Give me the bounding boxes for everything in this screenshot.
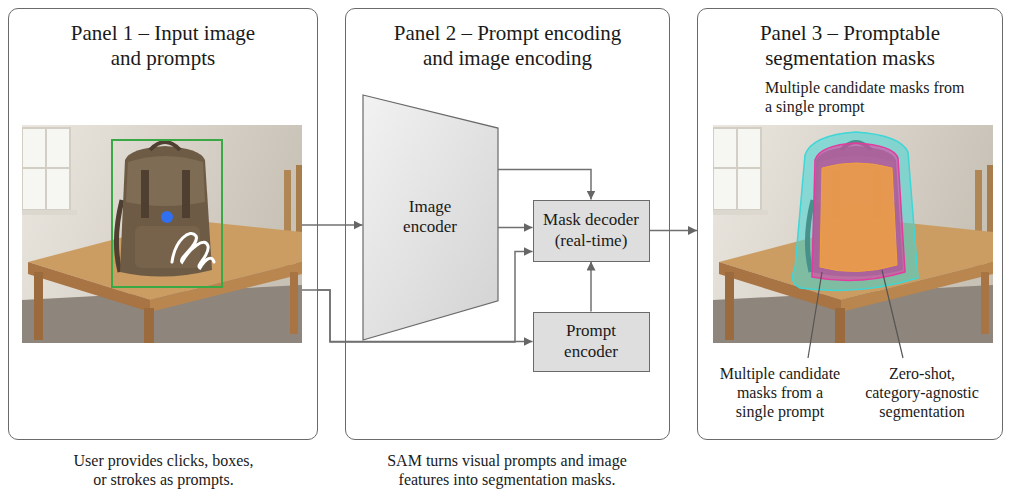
input-photo <box>22 125 302 343</box>
label-slot: Zero-shot, category-agnostic segmentatio… <box>857 364 987 422</box>
panel-caption: User provides clicks, boxes, or strokes … <box>70 451 257 489</box>
process-box: Mask decoder (real-time) <box>533 200 650 262</box>
panel-title: Panel 3 – Promptable segmentation masks <box>728 21 973 71</box>
label-slot: Multiple candidate masks from a single p… <box>765 78 965 116</box>
block-label: Image encoder <box>389 197 471 238</box>
leader-line <box>808 272 822 358</box>
encoder-block: Image encoder <box>363 95 498 340</box>
stroke-prompt <box>172 234 214 268</box>
leader-line <box>882 270 903 358</box>
panel-caption: SAM turns visual prompts and image featu… <box>376 451 638 489</box>
annotation: Multiple candidate masks from a single p… <box>765 78 965 116</box>
process-box: Prompt encoder <box>533 312 650 372</box>
wire <box>302 224 318 226</box>
annotation: Zero-shot, category-agnostic segmentatio… <box>857 364 987 422</box>
panel: Panel 1 – Input image and prompts <box>8 8 318 440</box>
panel-title: Panel 2 – Prompt encoding and image enco… <box>385 21 630 71</box>
connector-arrow <box>498 170 592 200</box>
click-point <box>161 211 173 223</box>
connector-arrow <box>318 224 363 226</box>
label-slot: Multiple candidate masks from a single p… <box>718 364 842 422</box>
annotation: Multiple candidate masks from a single p… <box>718 364 842 422</box>
output-photo <box>713 125 993 343</box>
mask-middle <box>812 143 905 281</box>
panel-title: Panel 1 – Input image and prompts <box>61 21 266 71</box>
mask-inner <box>820 163 897 272</box>
mask-outer <box>792 132 918 290</box>
label-slot: User provides clicks, boxes, or strokes … <box>70 451 257 489</box>
connector-arrow <box>498 227 533 229</box>
block-label: Prompt encoder <box>541 321 642 362</box>
panel: Panel 2 – Prompt encoding and image enco… <box>345 8 670 440</box>
box-prompt <box>112 140 222 287</box>
wire <box>302 289 318 291</box>
label-slot: SAM turns visual prompts and image featu… <box>376 451 638 489</box>
connector-arrow <box>590 262 592 312</box>
connector-arrow <box>650 230 698 232</box>
trapezoid-shape <box>363 95 498 340</box>
block-label: Mask decoder (real-time) <box>541 210 642 251</box>
